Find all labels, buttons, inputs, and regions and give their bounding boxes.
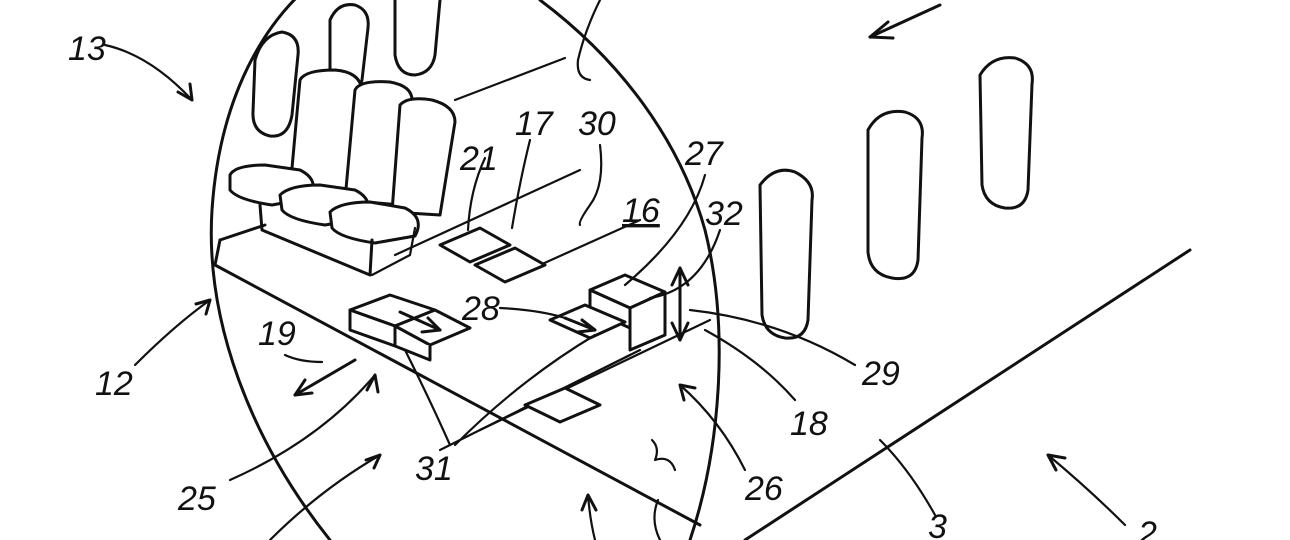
label-27: 27 bbox=[684, 135, 724, 173]
cutaway-left-arc bbox=[209, 0, 332, 540]
leader-13-head bbox=[176, 82, 194, 102]
floor-rail-1 bbox=[393, 168, 582, 257]
leader-18 bbox=[703, 328, 797, 402]
label-2: 2 bbox=[1137, 515, 1157, 540]
window-outer-1 bbox=[758, 168, 814, 340]
window-outer-2 bbox=[866, 109, 924, 281]
window-outer-3 bbox=[978, 56, 1034, 210]
arrow-top bbox=[868, 3, 942, 39]
leader-25-head bbox=[365, 373, 380, 394]
leader-27 bbox=[623, 173, 707, 287]
label-26: 26 bbox=[744, 470, 783, 508]
label-32: 32 bbox=[705, 195, 743, 233]
arrow-28-head bbox=[576, 318, 597, 334]
leader-25 bbox=[228, 373, 377, 482]
label-12: 12 bbox=[95, 365, 133, 403]
hook-lower-2 bbox=[653, 498, 662, 540]
reference-numerals: 13 12 19 25 31 21 17 30 27 16 32 28 29 1… bbox=[68, 30, 1157, 540]
leader-28 bbox=[498, 306, 567, 320]
leader-lines bbox=[103, 43, 1127, 540]
label-31: 31 bbox=[415, 450, 453, 488]
window-inner-1 bbox=[251, 30, 300, 138]
leader-bottom-left bbox=[268, 453, 382, 540]
leader-bottom-left-head bbox=[364, 453, 382, 470]
leader-2-head bbox=[1046, 453, 1067, 472]
label-13: 13 bbox=[68, 30, 106, 68]
seat-cushion-3 bbox=[328, 200, 420, 245]
hook-30-upper bbox=[576, 0, 602, 82]
floor-panel-17 bbox=[473, 246, 547, 284]
leader-31a bbox=[403, 348, 452, 447]
arrow-vertical-heads bbox=[670, 266, 690, 342]
label-30: 30 bbox=[578, 105, 616, 143]
label-17: 17 bbox=[515, 105, 554, 143]
leader-3 bbox=[878, 438, 937, 517]
label-25: 25 bbox=[177, 480, 216, 518]
box-31b-side bbox=[394, 344, 432, 362]
label-28: 28 bbox=[461, 290, 500, 328]
cabin-interior bbox=[213, 0, 712, 540]
leader-26-head bbox=[678, 383, 697, 402]
floor-panel-26 bbox=[523, 386, 602, 424]
leader-21 bbox=[466, 156, 487, 232]
leader-12 bbox=[133, 298, 212, 367]
label-16: 16 bbox=[622, 192, 660, 230]
leader-26 bbox=[678, 383, 747, 472]
leader-32 bbox=[648, 228, 722, 300]
window-inner-3 bbox=[393, 0, 442, 77]
cutaway-right-arc bbox=[538, 0, 721, 540]
leader-17 bbox=[510, 138, 532, 230]
leader-31b bbox=[453, 333, 597, 447]
label-29: 29 bbox=[861, 355, 900, 393]
fuselage-exterior bbox=[743, 3, 1192, 540]
leader-12-head bbox=[194, 298, 212, 316]
hook-lower bbox=[650, 438, 677, 472]
label-18: 18 bbox=[790, 405, 828, 443]
seat-base bbox=[258, 203, 374, 277]
label-3: 3 bbox=[928, 508, 947, 540]
leader-29 bbox=[688, 308, 857, 367]
seat-base-side bbox=[370, 226, 417, 277]
seat-row bbox=[228, 68, 457, 277]
arrow-19 bbox=[293, 358, 357, 397]
floor-front-edge bbox=[213, 238, 702, 527]
arrow-top-head bbox=[868, 20, 895, 40]
label-19: 19 bbox=[258, 315, 296, 353]
label-21: 21 bbox=[459, 140, 498, 178]
floor-rail-4 bbox=[478, 318, 712, 432]
fuselage-lower-edge bbox=[743, 248, 1192, 540]
leader-19 bbox=[283, 353, 324, 364]
arrow-31 bbox=[398, 310, 442, 332]
leader-30 bbox=[578, 143, 603, 227]
floor-panel-21 bbox=[438, 226, 512, 264]
leader-13 bbox=[103, 43, 194, 102]
leader-bottom-mid bbox=[586, 493, 597, 540]
arrow-19-head bbox=[293, 378, 314, 397]
leader-2 bbox=[1046, 453, 1127, 527]
floor-back-left bbox=[218, 223, 267, 242]
leader-bottom-mid-head bbox=[580, 493, 598, 512]
seat-back-3 bbox=[390, 97, 457, 217]
wall-line-upper bbox=[453, 56, 567, 102]
floor-rail-2 bbox=[538, 218, 642, 267]
arrow-31-head bbox=[420, 316, 442, 334]
